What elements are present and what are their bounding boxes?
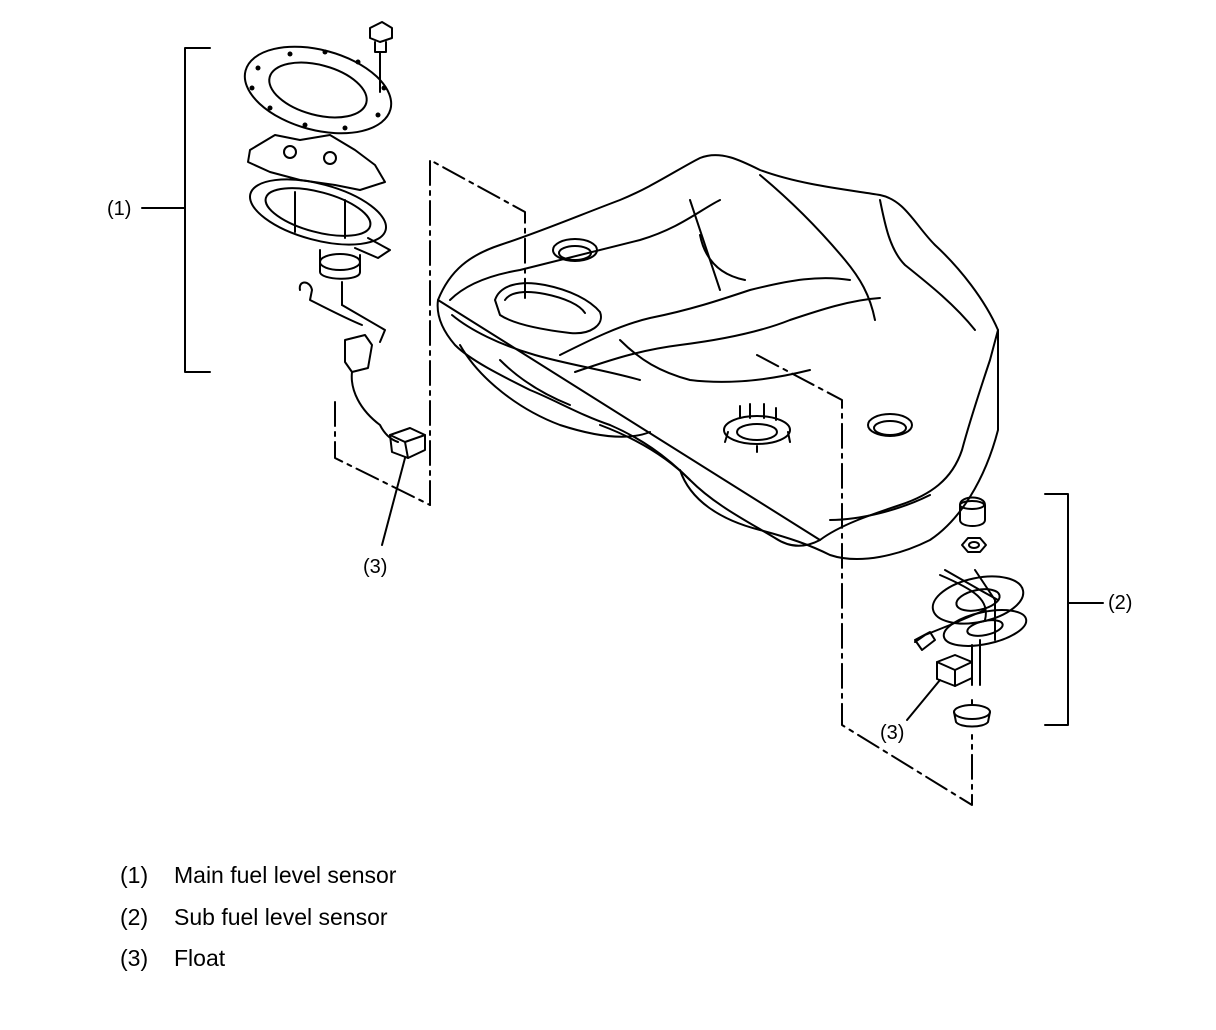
legend-number: (2): [120, 903, 149, 930]
legend: (1) Main fuel level sensor (2) Sub fuel …: [120, 855, 396, 980]
callout-main-sensor: (1): [107, 198, 131, 220]
legend-label: Main fuel level sensor: [174, 862, 397, 889]
callout-float-left: (3): [363, 556, 387, 578]
fuel-tank: [436, 154, 999, 561]
legend-number: (3): [120, 945, 149, 972]
sub-sensor-bracket: [1044, 493, 1069, 726]
legend-item: (3) Float: [120, 938, 396, 980]
sub-fuel-level-sensor: [756, 354, 1028, 806]
legend-item: (2) Sub fuel level sensor: [120, 897, 396, 939]
legend-label: Float: [174, 945, 226, 972]
callout-sub-sensor: (2): [1108, 592, 1132, 614]
main-sensor-bracket: [184, 47, 211, 373]
legend-item: (1) Main fuel level sensor: [120, 855, 396, 897]
main-fuel-level-sensor: [243, 21, 526, 506]
legend-label: Sub fuel level sensor: [174, 903, 388, 930]
legend-number: (1): [120, 862, 149, 889]
callout-float-right: (3): [880, 722, 904, 744]
